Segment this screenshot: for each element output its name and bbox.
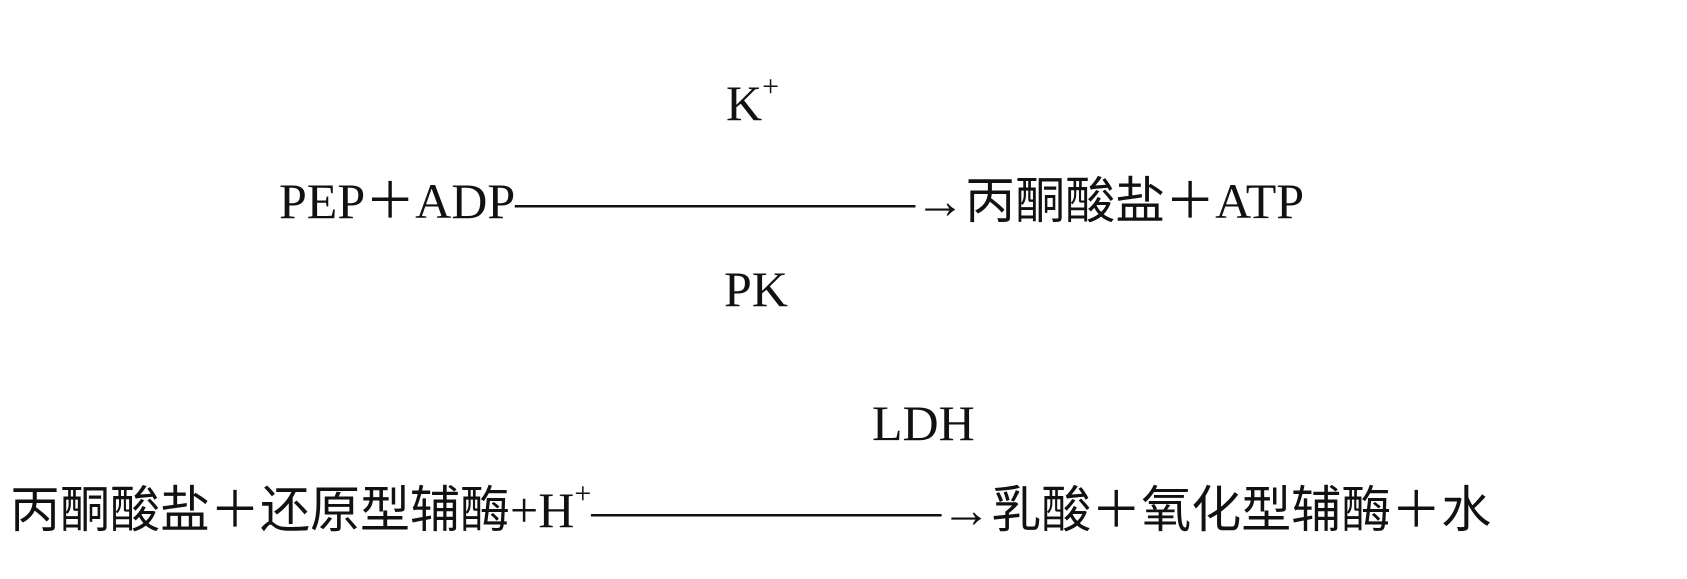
reaction-2-enzyme: LDH <box>872 398 975 448</box>
reaction-1-cofactor: K+ <box>726 78 779 128</box>
reaction-1-enzyme: PK <box>724 264 788 314</box>
reaction-2-left: 丙酮酸盐＋还原型辅酶+H <box>10 482 574 538</box>
reaction-1-equation: PEP＋ADP————————→丙酮酸盐＋ATP <box>279 176 1304 226</box>
reaction-2-right: ———————→乳酸＋氧化型辅酶＋水 <box>591 482 1491 538</box>
reaction-2-equation: 丙酮酸盐＋还原型辅酶+H+———————→乳酸＋氧化型辅酶＋水 <box>10 485 1491 535</box>
cofactor-symbol: K <box>726 75 762 131</box>
cofactor-charge: + <box>762 70 779 103</box>
reaction-2-charge: + <box>574 477 591 510</box>
